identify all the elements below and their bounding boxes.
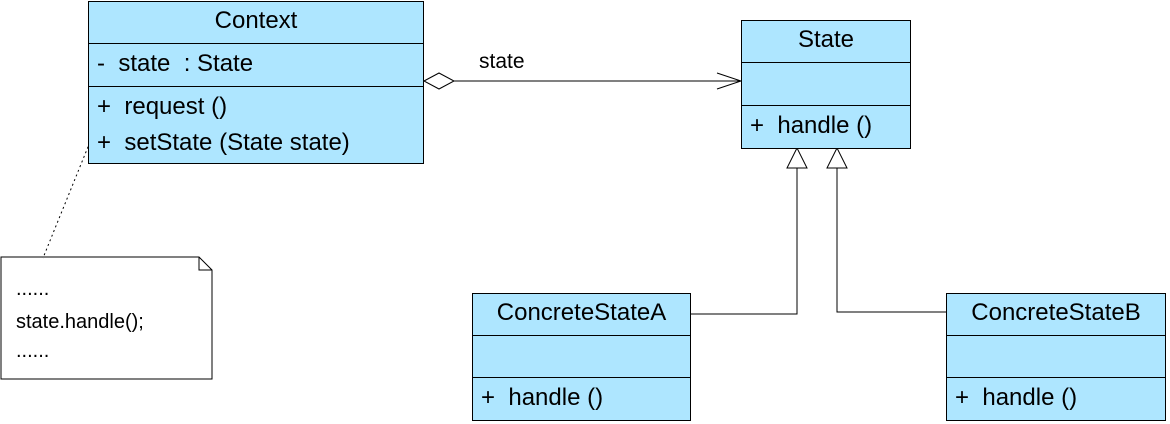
note-line: ......: [16, 278, 50, 300]
class-name: ConcreteStateA: [496, 299, 667, 326]
operation: + setState (State state): [97, 129, 350, 156]
operation: + handle (): [750, 112, 873, 139]
operation: + handle (): [955, 384, 1078, 411]
association-label: state: [479, 50, 525, 73]
attributes-section: [473, 335, 690, 377]
attributes-section: [947, 335, 1165, 377]
class-concrete-state-a: ConcreteStateA + handle (): [472, 293, 691, 421]
class-name: Context: [214, 7, 298, 34]
generalization-b-line: [836, 168, 947, 313]
generalization-a-triangle: [786, 146, 808, 169]
aggregation-diamond: [422, 72, 456, 90]
class-state: State + handle (): [741, 20, 911, 149]
class-name: ConcreteStateB: [971, 299, 1141, 326]
note-shape: [0, 256, 213, 380]
generalization-b-triangle: [826, 146, 848, 169]
operation: + request (): [97, 93, 228, 120]
generalization-a-line: [691, 168, 798, 315]
operation: + handle (): [481, 384, 604, 411]
note-line: ......: [16, 340, 50, 362]
note-fold: [198, 257, 212, 271]
note-line: state.handle();: [16, 311, 144, 333]
attribute: - state : State: [97, 50, 254, 77]
class-concrete-state-b: ConcreteStateB + handle (): [946, 293, 1166, 421]
class-name: State: [797, 26, 855, 53]
class-context: Context - state : State + request () + s…: [88, 1, 424, 164]
attributes-section: [742, 62, 910, 105]
